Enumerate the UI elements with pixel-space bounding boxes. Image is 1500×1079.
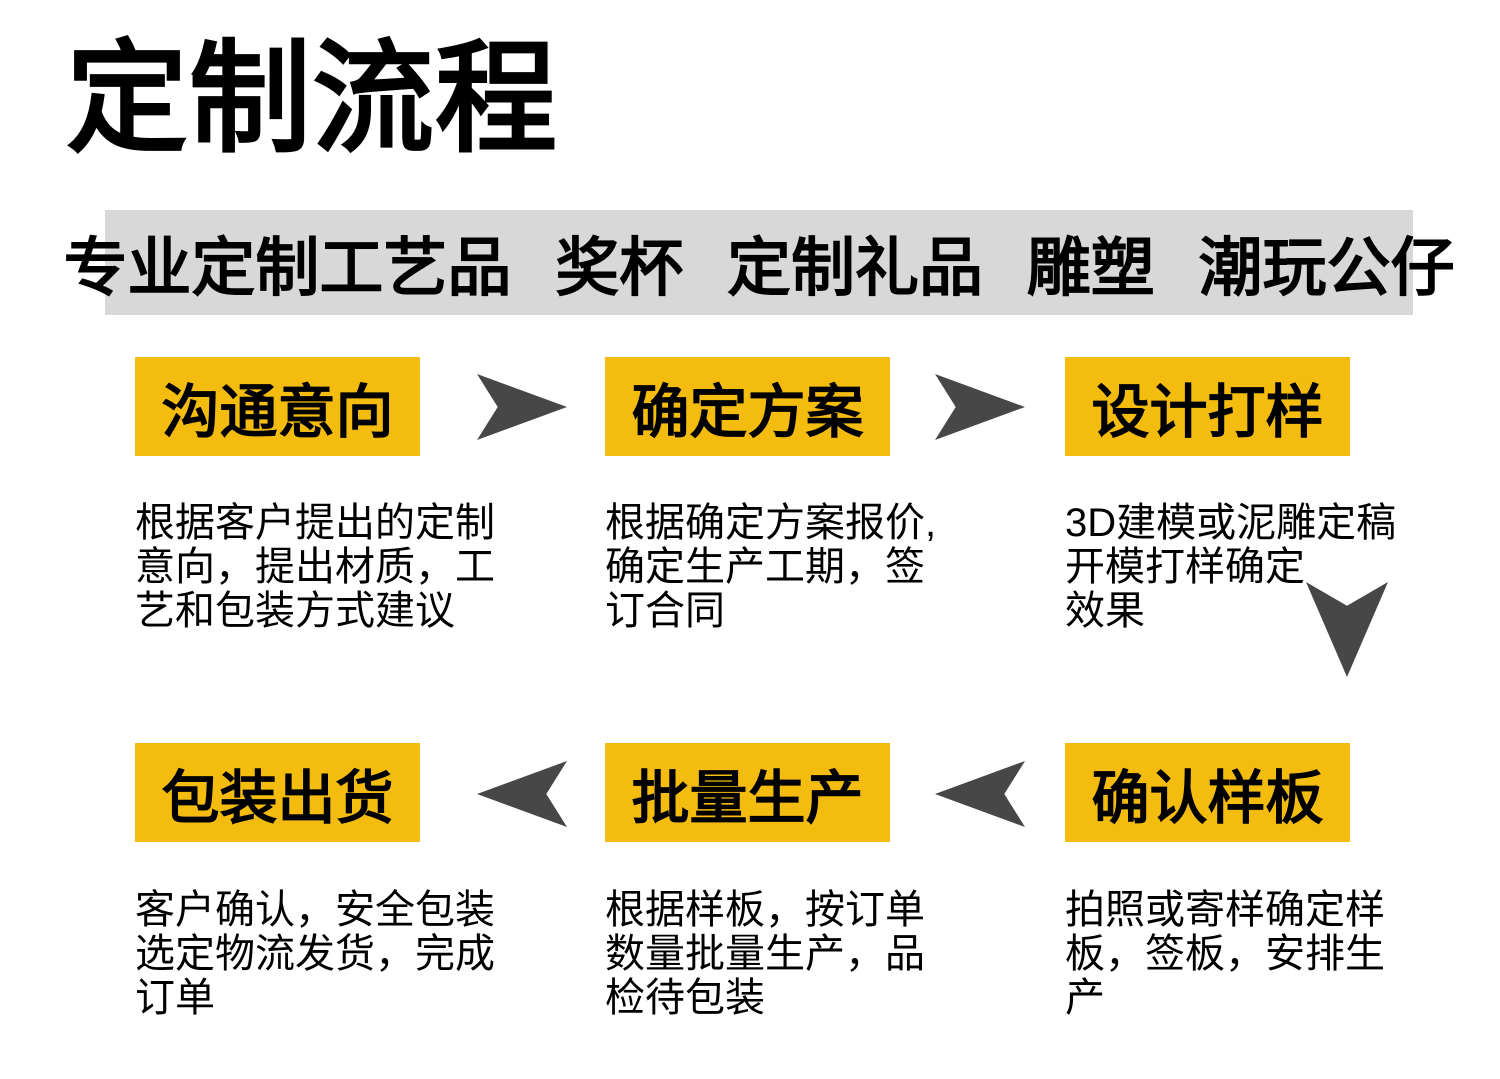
step-box-communicate-intent: 沟通意向 (135, 357, 420, 456)
step-label: 包装出货 (161, 765, 394, 831)
arrow-left-icon (477, 761, 567, 827)
desc-line: 根据样板，按订单 (605, 888, 925, 932)
desc-line: 根据确定方案报价, (605, 501, 937, 545)
desc-line: 意向，提出材质，工 (135, 545, 495, 589)
desc-line: 艺和包装方式建议 (135, 589, 455, 633)
banner-text: 专业定制工艺品 奖杯 定制礼品 雕塑 潮玩公仔 (63, 231, 1455, 304)
desc-line: 效果 (1065, 589, 1145, 633)
arrow-left-icon (935, 761, 1025, 827)
step-box-mass-production: 批量生产 (605, 743, 890, 842)
step-label: 沟通意向 (161, 379, 394, 445)
step-desc-confirm-plan: 根据确定方案报价, 确定生产工期，签 订合同 (605, 501, 936, 633)
step-box-confirm-sample: 确认样板 (1065, 743, 1350, 842)
step-label: 确认样板 (1091, 765, 1324, 831)
desc-line: 开模打样确定 (1065, 545, 1305, 589)
desc-line: 订单 (135, 976, 215, 1020)
step-box-confirm-plan: 确定方案 (605, 357, 890, 456)
arrow-right-icon (477, 374, 567, 440)
desc-line: 客户确认，安全包装 (135, 888, 495, 932)
desc-line: 3D建模或泥雕定稿 (1065, 501, 1397, 545)
arrow-right-icon (935, 374, 1025, 440)
desc-line: 数量批量生产，品 (605, 932, 925, 976)
desc-line: 选定物流发货，完成 (135, 932, 495, 976)
desc-line: 拍照或寄样确定样 (1065, 888, 1385, 932)
desc-line: 根据客户提出的定制 (135, 501, 495, 545)
step-desc-confirm-sample: 拍照或寄样确定样 板，签板，安排生 产 (1065, 888, 1385, 1020)
step-label: 批量生产 (631, 765, 864, 831)
step-desc-mass-production: 根据样板，按订单 数量批量生产，品 检待包装 (605, 888, 925, 1020)
step-box-pack-ship: 包装出货 (135, 743, 420, 842)
step-box-design-sample: 设计打样 (1065, 357, 1350, 456)
step-label: 设计打样 (1091, 379, 1324, 445)
banner: 专业定制工艺品 奖杯 定制礼品 雕塑 潮玩公仔 (63, 210, 1455, 315)
desc-line: 确定生产工期，签 (605, 545, 925, 589)
step-desc-pack-ship: 客户确认，安全包装 选定物流发货，完成 订单 (135, 888, 495, 1020)
step-label: 确定方案 (631, 379, 864, 445)
desc-line: 订合同 (605, 589, 725, 633)
desc-line: 产 (1065, 976, 1105, 1020)
desc-line: 板，签板，安排生 (1065, 932, 1385, 976)
step-desc-design-sample: 3D建模或泥雕定稿 开模打样确定 效果 (1065, 501, 1396, 633)
desc-line: 检待包装 (605, 976, 765, 1020)
step-desc-communicate-intent: 根据客户提出的定制 意向，提出材质，工 艺和包装方式建议 (135, 501, 495, 633)
page-title: 定制流程 (66, 31, 558, 167)
